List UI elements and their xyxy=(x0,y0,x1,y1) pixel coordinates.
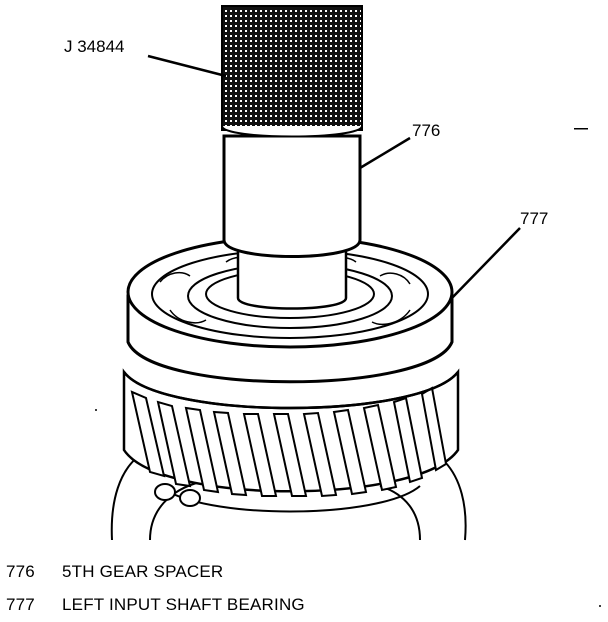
gear-teeth xyxy=(130,386,448,498)
legend-number: 777 xyxy=(6,595,35,614)
legend-label: LEFT INPUT SHAFT BEARING xyxy=(62,595,305,614)
legend-row-bearing: 777 LEFT INPUT SHAFT BEARING xyxy=(6,595,305,615)
installer-tool xyxy=(221,5,363,138)
gear-bore-holes xyxy=(154,483,201,507)
legend-label: 5TH GEAR SPACER xyxy=(62,562,224,581)
callout-tool: J 34844 xyxy=(64,37,125,56)
input-shaft xyxy=(236,248,348,310)
helical-gear xyxy=(122,368,460,513)
gear-spacer xyxy=(222,134,362,258)
legend-row-spacer: 776 5TH GEAR SPACER xyxy=(6,562,223,582)
leader-lines xyxy=(147,54,521,301)
callout-spacer: 776 xyxy=(412,121,440,140)
legend-number: 776 xyxy=(6,562,35,581)
scan-specks xyxy=(95,128,601,607)
callout-bearing: 777 xyxy=(520,209,548,228)
